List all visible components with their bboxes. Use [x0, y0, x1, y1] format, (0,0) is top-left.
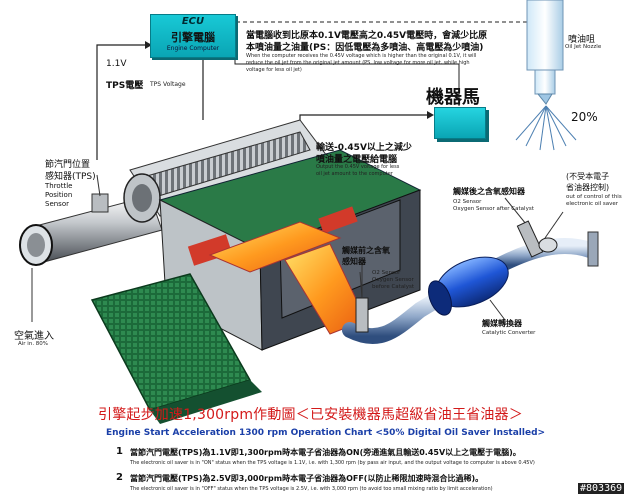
engine-block	[158, 149, 422, 351]
nozzle-label-zh: 噴油咀	[568, 35, 596, 45]
out-of-control-zh-2: 省油器控制)	[566, 183, 610, 192]
top-note-en-1: When the computer receives the 0.45V vol…	[246, 53, 477, 59]
air-in-en: Air in. 80%	[18, 341, 49, 347]
catalyst-pointer	[489, 299, 506, 321]
top-note-zh-2: 本噴油量之油量(PS：因低電壓為多噴油、高電壓為少噴油)	[246, 43, 484, 53]
ecu-title: ECU	[181, 16, 205, 27]
output-note-en-1: Output the 0.45V voltage for less	[316, 164, 400, 170]
tps-to-ecu-line	[96, 44, 150, 160]
o2-sensor-after-catalyst	[504, 197, 558, 258]
o2-before-zh-1: 觸媒前之含氧	[342, 246, 390, 255]
radiator	[90, 273, 262, 424]
throttle-en-3: Sensor	[45, 200, 69, 208]
tps-pointer	[96, 174, 101, 197]
nozzle-percent: 20%	[571, 110, 598, 124]
o2-before-zh-2: 感知器	[342, 257, 366, 266]
output-note-en-2: oil jet amount to the computer	[316, 171, 393, 177]
saver-to-ecu-line	[234, 56, 460, 106]
ecu-label: 引擎電腦	[171, 31, 215, 44]
note-2: 2 當節汽門電壓(TPS)為2.5V即3,000rpm時本電子省油器為OFF(以…	[116, 472, 636, 494]
note-2-en: The electronic oil saver is in "OFF" sta…	[130, 486, 493, 492]
output-note-zh-2: 噴油量之電壓給電腦	[316, 155, 398, 165]
o2-before-en-1: O2 Sensor	[372, 270, 401, 276]
out-of-control-en-2: electronic oil saver	[566, 201, 619, 207]
watermark: #803369	[578, 483, 625, 494]
ecu-sublabel: Engine Computer	[166, 45, 220, 52]
air-in-zh: 空氣進入	[14, 331, 54, 342]
o2-before-pointer	[359, 271, 363, 299]
output-note-zh-1: 輸送-0.45V以上之減少	[316, 143, 412, 153]
o2-before-en-2: Oxygen Sensor	[372, 277, 414, 283]
tps-voltage-en: TPS Voltage	[150, 81, 186, 88]
catalyst-zh: 觸媒轉換器	[482, 319, 522, 328]
nozzle-label-en: Oil Jet Nozzle	[565, 44, 602, 50]
catalyst-en: Catalytic Converter	[482, 330, 536, 336]
out-of-control-pointer	[544, 211, 564, 239]
title-zh: 引擎起步加速1,300rpm作動圖＜已安裝機器馬超級省油王省油器＞	[98, 407, 523, 423]
title-en: Engine Start Acceleration 1300 rpm Opera…	[106, 428, 546, 438]
note-1-number: 1	[116, 446, 123, 457]
throttle-en-2: Position	[45, 191, 73, 199]
tps-voltage-zh: TPS電壓	[106, 81, 144, 91]
note-2-number: 2	[116, 472, 123, 483]
catalytic-converter	[428, 256, 509, 316]
o2-after-zh: 觸媒後之含氧感知器	[453, 187, 525, 196]
o2-after-en-2: Oxygen Sensor after Catalyst	[453, 206, 534, 212]
top-note-zh-1: 當電腦收到比原本0.1V電壓高之0.45V電壓時，會減少比原	[246, 31, 488, 41]
saver-label: 機器馬	[426, 87, 480, 108]
top-note-en-3: voltage for less oil jet)	[246, 67, 302, 73]
note-1-zh: 當節汽門電壓(TPS)為1.1V即1,300rpm時本電子省油器為ON(旁通進氣…	[130, 448, 521, 457]
out-of-control-zh-1: (不受本電子	[566, 172, 610, 181]
oil-jet-nozzle	[515, 0, 577, 151]
out-of-control-en-1: out of control of this	[566, 194, 622, 200]
voltage-label: 1.1V	[106, 59, 127, 69]
throttle-en-1: Throttle	[45, 182, 73, 190]
o2-after-en-1: O2 Sensor	[453, 199, 482, 205]
o2-before-en-3: before Catalyst	[372, 284, 414, 290]
ecu-box: ECU 引擎電腦 Engine Computer	[150, 14, 236, 58]
throttle-zh-1: 節汽門位置	[45, 160, 91, 170]
note-1-en: The electronic oil saver is in "ON" stat…	[130, 460, 535, 466]
note-2-zh: 當節汽門電壓(TPS)為2.5V即3,000rpm時本電子省油器為OFF(以防止…	[130, 474, 484, 483]
throttle-zh-2: 感知器(TPS)	[45, 172, 96, 182]
saver-arrow-head	[427, 111, 434, 119]
oil-saver-box	[434, 107, 486, 139]
intake-manifold	[123, 119, 331, 223]
note-1: 1 當節汽門電壓(TPS)為1.1V即1,300rpm時本電子省油器為ON(旁通…	[116, 446, 636, 468]
top-note-en-2: reduce the oil jet from the original jet…	[246, 60, 470, 66]
tps-arrow-head	[145, 41, 152, 49]
